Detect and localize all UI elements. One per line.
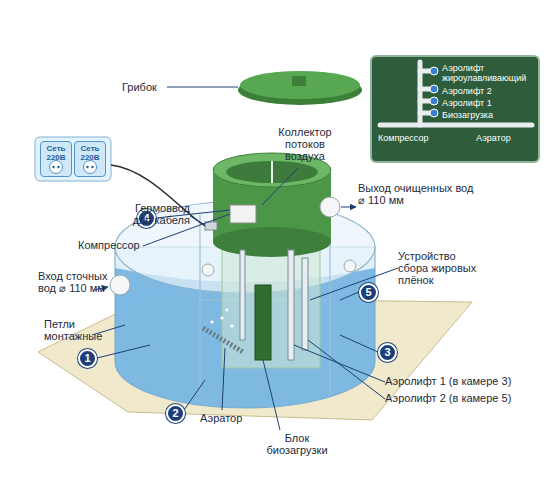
inset-label: Аэролифт 1 <box>442 98 537 108</box>
sphere <box>202 264 214 276</box>
airlift-tube <box>302 258 308 350</box>
leader-line <box>308 340 385 399</box>
outlet-arrow <box>341 207 356 208</box>
inset-pipe <box>420 111 432 116</box>
leader-line <box>310 268 398 300</box>
callout-circle: 1 <box>78 349 97 368</box>
air-pipe <box>240 250 245 340</box>
leader-line <box>167 87 238 88</box>
part-label: Выход очищенных вод ⌀ 110 мм <box>358 182 478 206</box>
part-label: Аэролифт 2 (в камере 5) <box>385 392 555 404</box>
callout-circle: 3 <box>378 343 397 362</box>
socket-icon <box>50 161 63 174</box>
inset-label: Аэролифт жироулавливающий <box>442 63 537 83</box>
inset-label: Аэратор <box>476 133 536 143</box>
part-label: Грибок <box>122 81 172 93</box>
bubble <box>210 320 213 323</box>
collector-inner <box>226 161 318 183</box>
leader-line <box>340 292 359 300</box>
airlift-tube <box>288 250 294 360</box>
inset-panel: Аэролифт жироулавливающийАэролифт 2 Аэрол… <box>370 55 540 163</box>
socket-hole <box>57 166 59 168</box>
collector-shaft <box>222 238 320 368</box>
inset-pipe <box>418 62 423 125</box>
bio-block <box>255 285 271 360</box>
inset-pipe <box>420 69 432 74</box>
power-cable <box>111 165 205 226</box>
socket-hole <box>91 166 93 168</box>
inset-pipe <box>420 87 432 92</box>
part-label: Петли монтажные <box>44 318 106 342</box>
inset-label: Компрессор <box>378 133 448 143</box>
partition <box>199 215 200 395</box>
callout-number: 1 <box>84 353 90 364</box>
inset-valve <box>430 97 438 105</box>
part-label: Аэратор <box>200 412 260 424</box>
callout-number: 2 <box>172 408 178 419</box>
outlet-pipe <box>320 197 340 217</box>
part-label: Коллектор потоков воздуха <box>266 126 344 162</box>
part-label: Аэролифт 1 (в камере 3) <box>385 375 555 387</box>
bubble <box>230 324 233 327</box>
socket-panel <box>35 137 111 181</box>
inset-valve <box>430 85 438 93</box>
inset-label: Аэролифт 2 <box>442 86 537 96</box>
socket-hole <box>86 166 88 168</box>
leader-line <box>184 380 205 410</box>
socket-hole <box>52 166 54 168</box>
collector-divider <box>271 161 273 183</box>
cable-gland <box>205 222 217 230</box>
leader-line <box>294 345 385 382</box>
inlet-pipe <box>110 275 130 295</box>
part-label: Компрессор <box>78 239 148 251</box>
aerator <box>203 328 243 352</box>
compressor <box>230 205 256 223</box>
sphere <box>344 260 356 272</box>
callout-number: 3 <box>384 347 390 358</box>
leader-line <box>340 335 378 352</box>
collector-bottom <box>213 227 331 257</box>
bubble <box>220 316 223 319</box>
lid-vent <box>292 76 306 86</box>
callout-circle: 5 <box>359 283 378 302</box>
callout-number: 5 <box>365 287 371 298</box>
inset-valve <box>430 109 438 117</box>
inset-label: Биозагрузка <box>442 110 537 120</box>
socket-icon <box>84 161 97 174</box>
socket-box: Сеть 220В <box>74 141 106 177</box>
leader-line <box>97 345 150 358</box>
leader-line <box>263 360 280 430</box>
callout-circle: 2 <box>166 404 185 423</box>
leader-line <box>222 348 225 410</box>
socket-label: Сеть 220В <box>41 144 71 162</box>
part-label: Блок биозагрузки <box>262 432 332 456</box>
part-label: Гермоввод для кабеля <box>120 202 190 226</box>
part-label: Устройство сбора жировых плёнок <box>398 250 488 286</box>
part-label: Вход сточных вод ⌀ 110 мм <box>38 270 108 294</box>
lid-top <box>240 71 360 99</box>
inset-valve <box>430 67 438 75</box>
socket-box: Сеть 220В <box>40 141 72 177</box>
leader-line <box>262 168 298 205</box>
socket-label: Сеть 220В <box>75 144 105 162</box>
inset-pipe <box>380 123 532 128</box>
inset-pipe <box>420 99 432 104</box>
bubble <box>226 309 229 312</box>
